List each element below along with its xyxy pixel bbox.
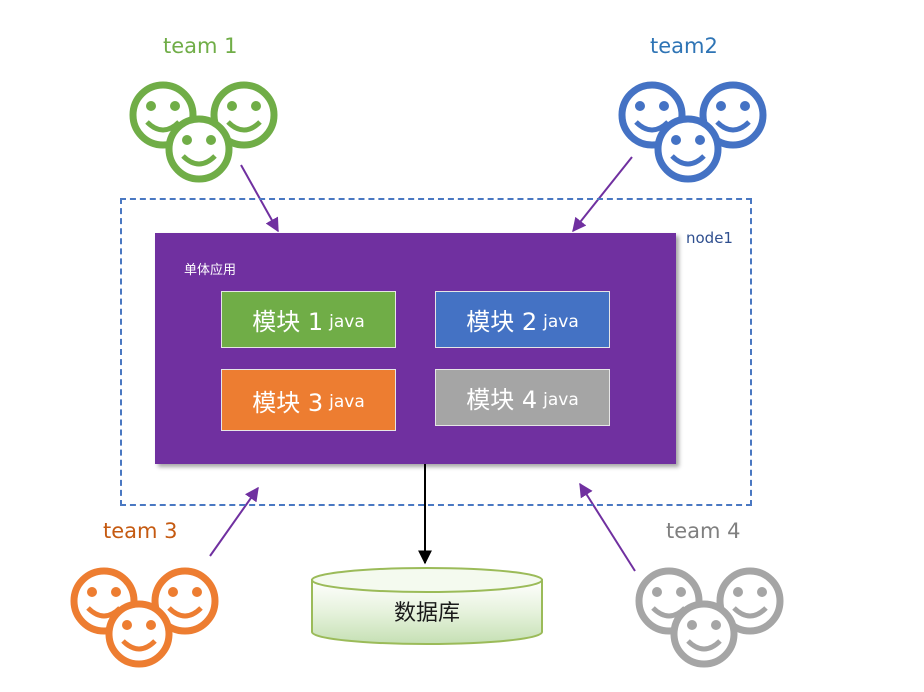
node-label: node1	[686, 229, 733, 247]
module-4-ext: java	[543, 389, 579, 410]
app-title: 单体应用	[184, 263, 237, 278]
module-3-ext: java	[329, 392, 365, 412]
team1-label: team 1	[163, 34, 238, 58]
team3-smiley-group-icon	[70, 567, 219, 668]
module-3-name: 模块 3	[252, 388, 324, 417]
team3-label: team 3	[103, 519, 178, 543]
module-1-ext: java	[329, 311, 365, 332]
module-3: 模块 3 java	[221, 369, 396, 431]
team2-arrow	[572, 156, 633, 233]
database-cylinder	[311, 567, 543, 645]
team2-label: team2	[650, 34, 718, 58]
module-2-name: 模块 2	[466, 308, 538, 336]
database-label: 数据库	[393, 601, 460, 626]
module-1-name: 模块 1	[252, 308, 324, 336]
module-2: 模块 2 java	[435, 291, 610, 348]
team2-smiley-group-icon	[618, 81, 767, 183]
team4-smiley-group-icon	[635, 567, 784, 668]
team1-smiley-group-icon	[129, 81, 278, 183]
module-2-ext: java	[543, 311, 579, 332]
team3-arrow	[209, 486, 259, 557]
module-4-name: 模块 4	[466, 386, 538, 414]
team4-label: team 4	[666, 519, 741, 543]
module-1: 模块 1 java	[221, 291, 396, 348]
node-boundary	[120, 198, 752, 506]
module-4: 模块 4 java	[435, 369, 610, 426]
team4-arrow	[579, 482, 636, 572]
